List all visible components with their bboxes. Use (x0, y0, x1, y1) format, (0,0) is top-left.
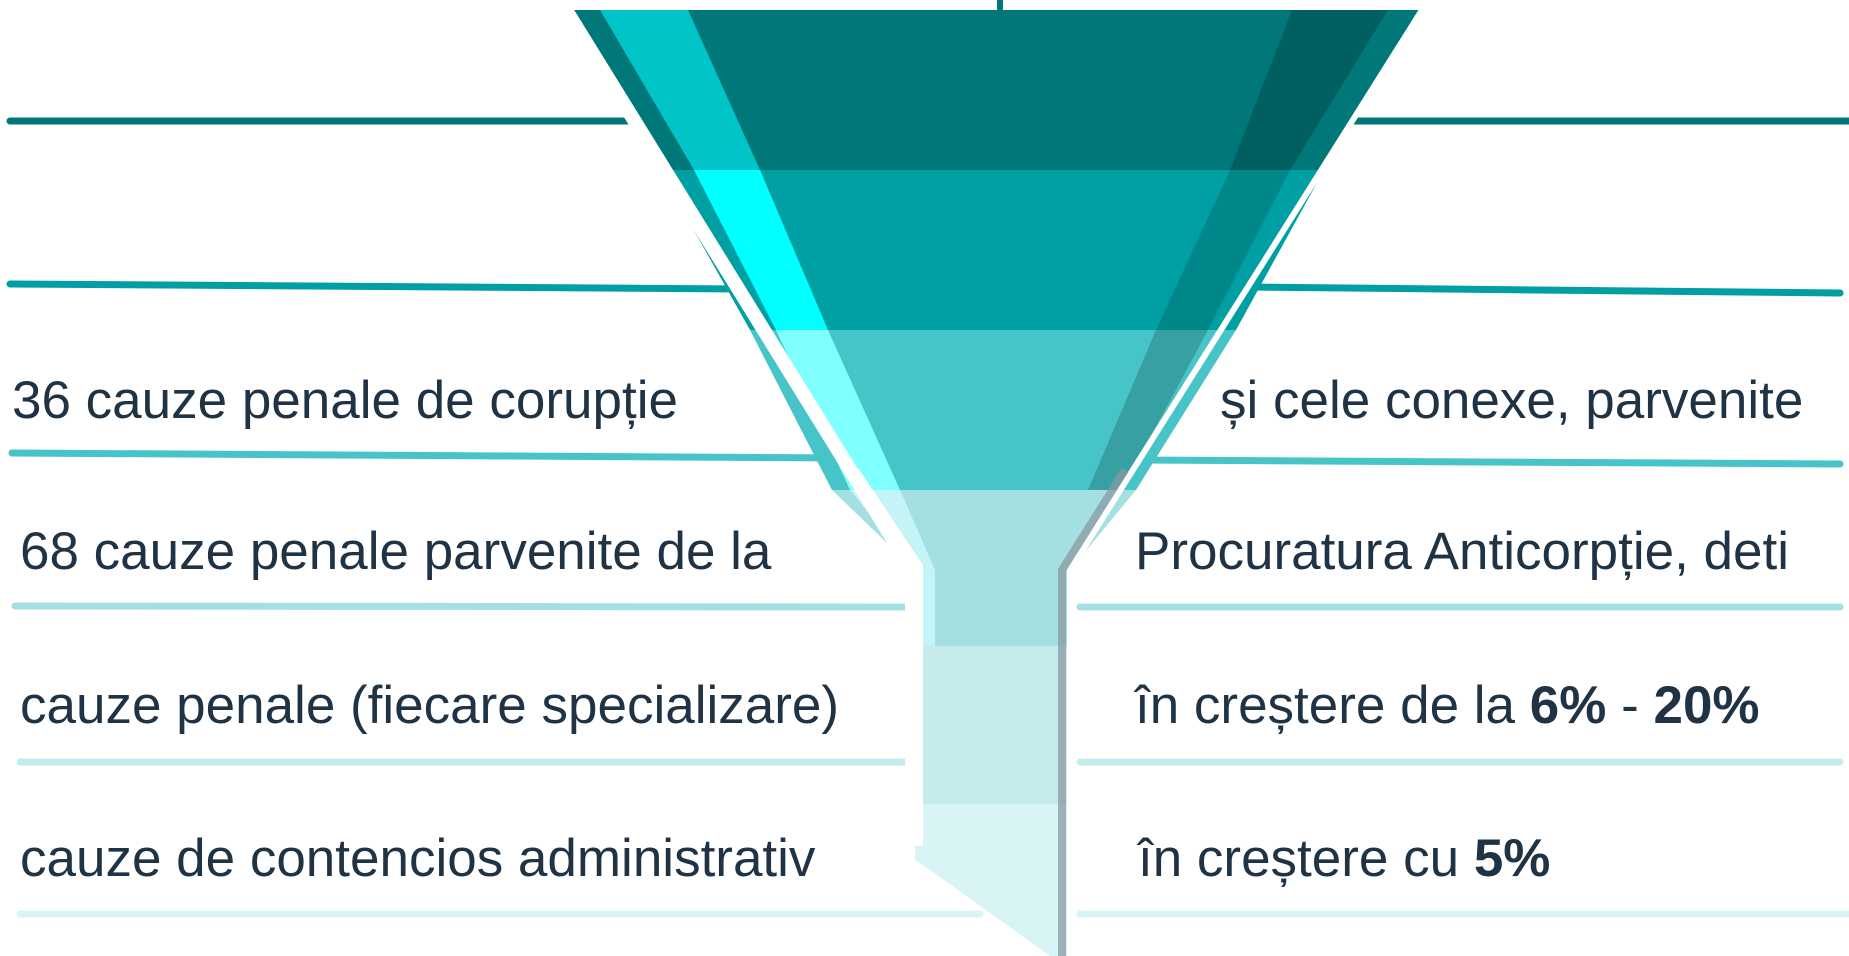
funnel-neck-line (1058, 467, 1129, 956)
funnel-shade-1 (1230, 10, 1388, 170)
row-4-right-label: Procuratura Anticorpție, deti (1135, 522, 1790, 581)
row-line-2-left (6, 280, 744, 293)
funnel-shade-2 (1156, 170, 1290, 330)
row-5-left-label: cauze penale (fiecare specializare) (20, 676, 839, 735)
funnel-shade-3 (1088, 330, 1208, 490)
row-line-4-left (11, 602, 914, 611)
funnel-left-edge (560, 6, 919, 846)
row-6-right-label: în creștere cu 5% (1138, 832, 1550, 885)
row-4-left-label: 68 cauze penale parvenite de la (20, 522, 772, 581)
row-line-3-right (1136, 456, 1844, 468)
row-5-right-value-1: 6% (1529, 676, 1607, 735)
row-5-right-prefix: în creștere de la (1135, 676, 1530, 735)
row-6-right-value: 5% (1473, 829, 1551, 888)
funnel-band-2 (660, 170, 1324, 330)
funnel-highlight-3 (776, 330, 900, 490)
row-5-right-value-2: 20% (1653, 676, 1760, 735)
row-6-right-prefix: în creștere cu (1138, 829, 1474, 888)
funnel-band-1 (566, 10, 1422, 170)
row-3-right-label: și cele conexe, parvenite (1220, 371, 1804, 430)
row-5-right-label: în creștere de la 6% - 20% (1135, 679, 1760, 732)
funnel-neck-divider-left (853, 468, 923, 846)
row-line-3-left (8, 449, 854, 462)
row-6-left-label: cauze de contencios administrativ (20, 829, 816, 888)
row-5-right-separator: - (1606, 676, 1654, 735)
funnel-band-6 (915, 804, 1070, 956)
row-3-left-label: 36 cauze penale de corupție (12, 371, 678, 430)
row-line-2-right (1241, 283, 1844, 297)
funnel-right-edge (1067, 8, 1425, 956)
funnel-highlight-1 (600, 10, 760, 170)
funnel-highlight-4 (850, 490, 935, 646)
funnel-band-5 (915, 646, 1070, 804)
funnel-highlight-2 (694, 170, 828, 330)
